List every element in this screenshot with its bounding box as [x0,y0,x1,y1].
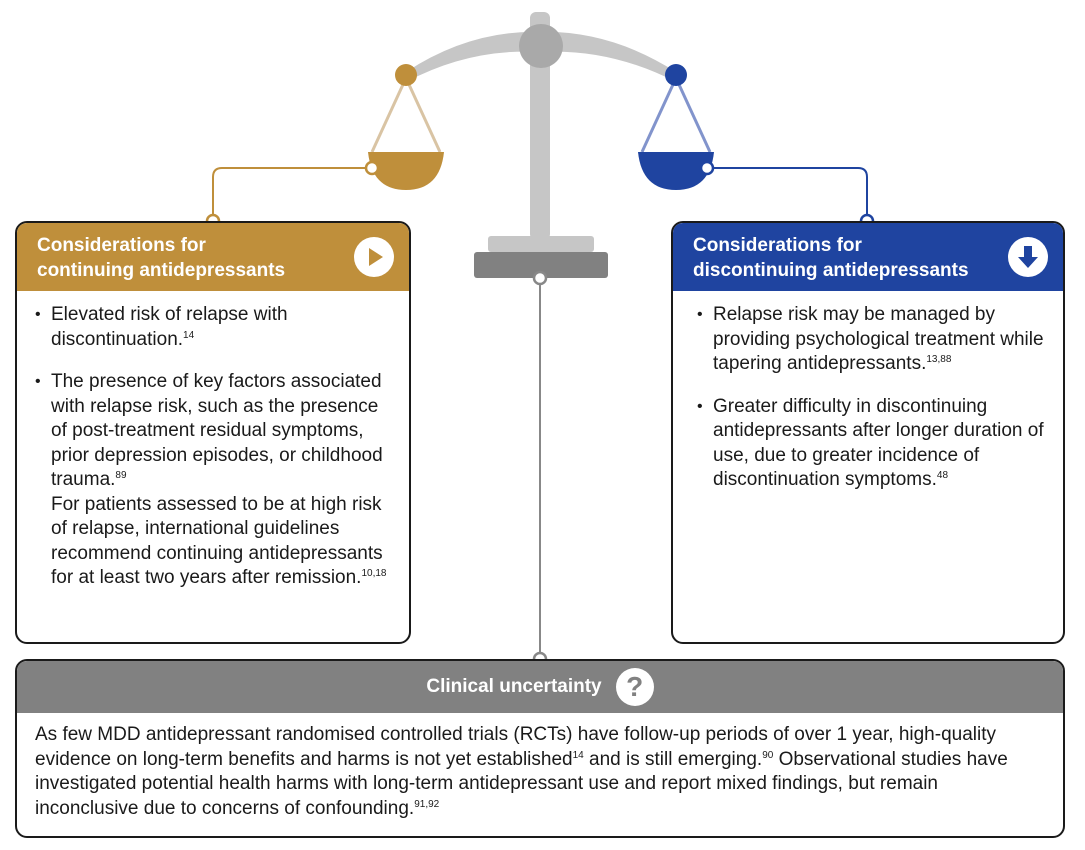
continuing-title-line2: continuing antidepressants [37,260,286,281]
right-hanger-string [640,77,678,153]
scale-beam [406,31,676,83]
clinical-uncertainty-card: Clinical uncertainty ? As few MDD antide… [15,659,1065,838]
continuing-card-header: Considerations for continuing antidepres… [17,223,409,291]
citation-ref: 14 [572,749,584,761]
citation-ref: 91,92 [414,798,440,810]
citation-ref: 14 [183,329,195,341]
base-node [532,270,548,286]
right-hanger-string [674,77,712,153]
right-pan [638,152,714,190]
scale-post [530,12,550,240]
citation-ref: 13,88 [926,354,952,365]
discontinuing-card-header: Considerations for discontinuing antidep… [673,223,1063,291]
left-hanger-string [404,77,442,153]
continuing-bullet: Elevated risk of relapse with discontinu… [35,303,393,352]
right-connector-line [707,167,868,221]
citation-ref: 10,18 [361,568,387,579]
citation-ref: 89 [115,470,127,481]
play-icon [354,237,394,277]
discontinuing-bullet-list: Relapse risk may be managed by providing… [697,303,1047,493]
discontinuing-title-line1: Considerations for [693,235,862,256]
clinical-uncertainty-header: Clinical uncertainty ? [17,661,1063,713]
continuing-bullet: The presence of key factors associated w… [35,370,393,591]
question-icon: ? [615,668,654,706]
continuing-bullet-extra: For patients assessed to be at high risk… [51,493,387,589]
left-hanger-string [370,77,408,153]
left-pan-node [364,160,380,176]
continuing-bullet-list: Elevated risk of relapse with discontinu… [35,303,393,591]
arrow-down-icon [1008,237,1048,277]
discontinuing-considerations-card: Considerations for discontinuing antidep… [671,221,1065,644]
right-hanger-knob [665,64,687,86]
continuing-title-line1: Considerations for [37,235,206,256]
clinical-uncertainty-title: Clinical uncertainty [426,676,602,697]
citation-ref: 90 [762,749,774,761]
scale-pivot [519,24,563,68]
discontinuing-bullet: Relapse risk may be managed by providing… [697,303,1047,377]
clinical-uncertainty-body: As few MDD antidepressant randomised con… [35,724,1008,819]
citation-ref: 48 [936,470,949,481]
scale-base [474,252,608,278]
discontinuing-title-line2: discontinuing antidepressants [693,260,969,281]
continuing-card-body: Elevated risk of relapse with discontinu… [17,291,409,619]
discontinuing-card-body: Relapse risk may be managed by providing… [673,291,1063,521]
left-connector-line [212,167,372,221]
continuing-considerations-card: Considerations for continuing antidepres… [15,221,411,644]
discontinuing-bullet: Greater difficulty in discontinuing anti… [697,395,1047,493]
left-pan [368,152,444,190]
right-pan-node [699,160,715,176]
scale-base-top [488,236,594,252]
left-hanger-knob [395,64,417,86]
